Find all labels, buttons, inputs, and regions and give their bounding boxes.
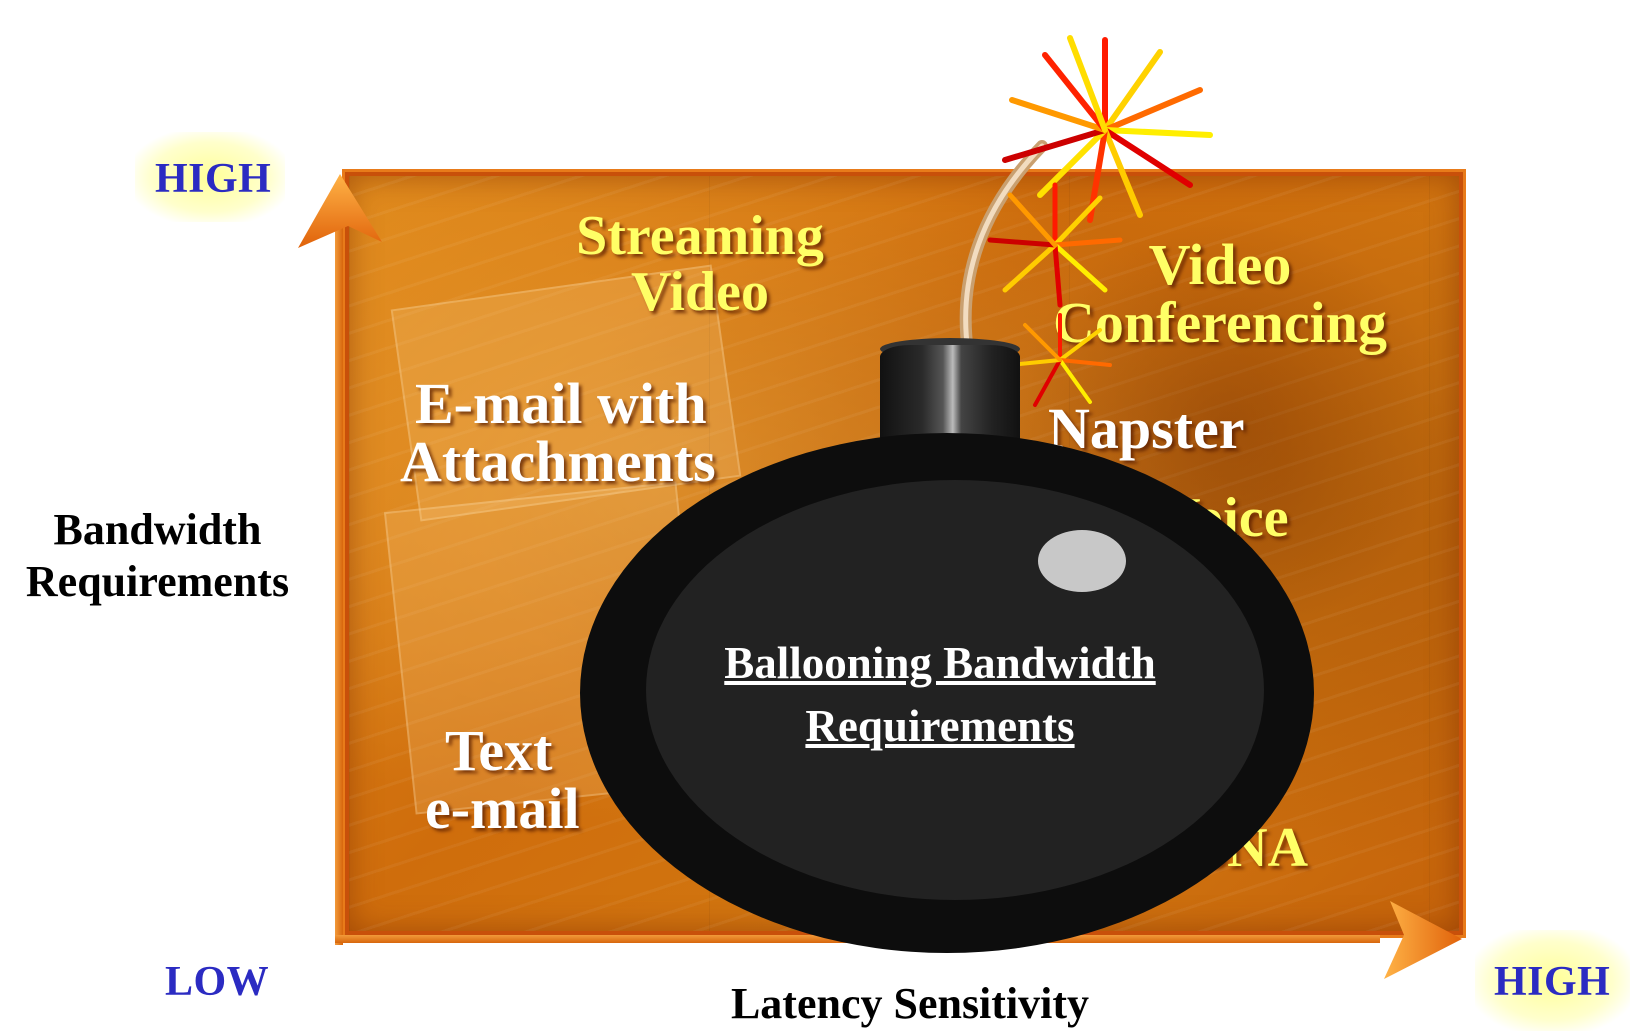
label-napster: Napster — [1048, 396, 1245, 461]
bomb-caption-line2: Requirements — [805, 701, 1075, 751]
label-streaming-video: Streaming Video — [540, 208, 860, 320]
label-streaming-video-line2: Video — [631, 261, 769, 323]
bomb-caption-line1: Ballooning Bandwidth — [724, 638, 1156, 688]
y-high-box — [135, 132, 285, 222]
fuse-icon — [959, 140, 1048, 358]
y-axis-arrowhead-icon — [298, 174, 382, 248]
label-text-email-line1: Text — [445, 718, 553, 783]
x-axis-title: Latency Sensitivity — [730, 979, 1090, 1028]
y-axis-line — [335, 215, 343, 945]
spark-burst-icon — [987, 182, 1123, 308]
x-axis-high-label: HIGH — [1494, 959, 1611, 1005]
y-axis-high-label: HIGH — [155, 156, 272, 202]
label-email-attachments-line2: Attachments — [400, 429, 716, 494]
y-axis-title-line1: Bandwidth — [53, 505, 262, 554]
bomb-caption: Ballooning Bandwidth Requirements — [640, 632, 1240, 758]
label-email-attachments: E-mail with Attachments — [400, 375, 780, 491]
y-axis-title: Bandwidth Requirements — [0, 504, 315, 608]
label-email-attachments-line1: E-mail with — [415, 371, 707, 436]
y-axis-title-line2: Requirements — [25, 557, 290, 606]
label-video-conferencing-line1: Video — [1148, 232, 1292, 297]
label-text-email: Text e-mail — [425, 722, 625, 838]
label-video-conferencing: Video Conferencing — [1010, 236, 1430, 352]
bomb-highlight — [1038, 530, 1126, 592]
x-high-box — [1475, 930, 1630, 1031]
spark-burst-icon — [1008, 313, 1112, 407]
label-video-conferencing-line2: Conferencing — [1052, 290, 1387, 355]
label-text-email-line2: e-mail — [425, 776, 580, 841]
y-axis-low-label: LOW — [165, 959, 270, 1005]
spark-burst-icon — [1002, 35, 1213, 223]
x-axis-arrowhead-icon — [1384, 901, 1462, 979]
label-streaming-video-line1: Streaming — [576, 205, 824, 267]
bomb-inner — [646, 480, 1264, 900]
